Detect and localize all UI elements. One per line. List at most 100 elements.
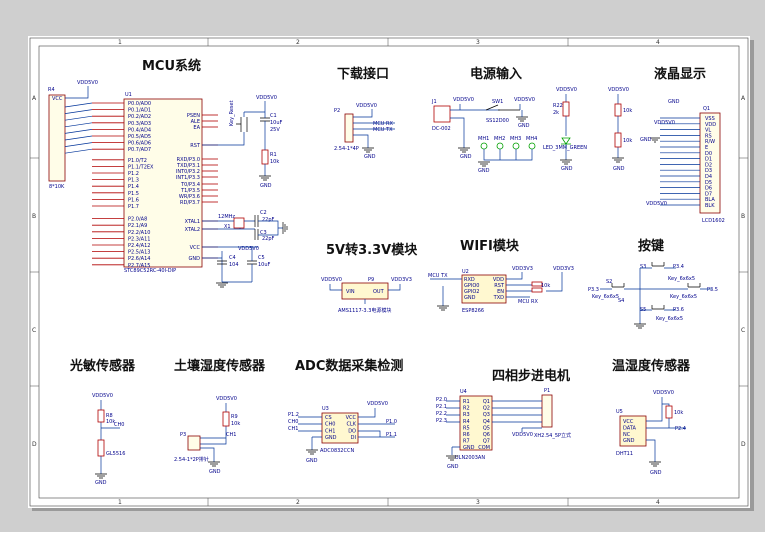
keys-section: S3 P3.4 Key_6x6x5 S2 P3.3 Key_6x6x5 P3.5… <box>588 262 718 329</box>
stepper-pin-label: Q4 <box>483 419 490 425</box>
svg-text:Key_6x6x5: Key_6x6x5 <box>668 276 695 282</box>
svg-text:LED_3MM_GREEN: LED_3MM_GREEN <box>543 145 587 151</box>
svg-text:10k: 10k <box>541 283 550 289</box>
adc-u3: U3 ADC0832CCN VDD5V0 P1.2 CH0 CH1 P1.0 P… <box>288 401 397 464</box>
svg-text:CH1: CH1 <box>226 432 236 438</box>
svg-text:GND: GND <box>447 464 459 470</box>
mcu-pin-label: P0.6/AD6 <box>128 141 151 147</box>
col-label-3-bottom: 3 <box>476 499 480 506</box>
lcd-pin-label: VSS <box>705 116 715 122</box>
lcd-pin-label: VL <box>705 128 711 134</box>
svg-text:U4: U4 <box>460 389 467 395</box>
svg-text:P2.1: P2.1 <box>436 404 447 410</box>
mcu-pin-label: P2.7/A15 <box>128 263 150 269</box>
regulator-module: VDD5V0 VDD3V3 P9 VIN OUT AMS1117-3.3电源模块 <box>321 277 412 314</box>
svg-text:R22: R22 <box>553 103 563 109</box>
mcu-pin-label: P0.0/AD0 <box>128 101 151 107</box>
mcu-pin-label: P0.3/AD3 <box>128 121 151 127</box>
temp-sensor-u5: VDD5V0 U5 DHT11 10k P2.4 GND <box>616 390 686 476</box>
svg-text:2.54-1*4P: 2.54-1*4P <box>334 146 359 152</box>
mcu-pin-label: TXD/P3.1 <box>176 163 200 169</box>
svg-text:VDD3V3: VDD3V3 <box>553 266 574 272</box>
svg-text:CH0: CH0 <box>288 419 298 425</box>
svg-text:LCD1602: LCD1602 <box>702 218 725 224</box>
svg-text:25V: 25V <box>270 127 280 133</box>
svg-text:MH1: MH1 <box>478 136 489 142</box>
mcu-pin-label: T1/P3.5 <box>180 188 200 194</box>
mcu-pin-label: INT1/P3.3 <box>176 175 200 181</box>
row-label-a: A <box>32 95 37 102</box>
mcu-pin-label: P2.2/A10 <box>128 230 150 236</box>
mcu-pin-label: RST <box>190 143 201 149</box>
svg-text:VDD5V0: VDD5V0 <box>238 246 259 252</box>
mcu-pin-label: P0.4/AD4 <box>128 127 151 133</box>
svg-text:STC89C52RC-40I-DIP: STC89C52RC-40I-DIP <box>124 268 176 274</box>
mcu-pin-label: P1.1/T2EX <box>128 164 154 170</box>
stepper-pin-label: Q2 <box>483 406 490 412</box>
svg-text:GND: GND <box>561 166 573 172</box>
adc-pin-label: GND <box>325 435 337 441</box>
row-label-b: B <box>32 213 36 220</box>
stepper-u4: U4 ULN2003AN P2.0 P2.1 P2.2 P2.3 GND P1 … <box>436 388 571 470</box>
row-label-c: C <box>32 327 36 334</box>
svg-text:VDD5V0: VDD5V0 <box>256 95 277 101</box>
svg-text:P3: P3 <box>180 432 186 438</box>
svg-text:R4: R4 <box>48 87 55 93</box>
svg-text:VDD5V0: VDD5V0 <box>514 97 535 103</box>
svg-text:GND: GND <box>460 154 472 160</box>
svg-text:ESP8266: ESP8266 <box>462 308 484 314</box>
r4-wire <box>64 115 93 121</box>
svg-text:U2: U2 <box>462 269 469 275</box>
stepper-pin-label: R4 <box>463 419 470 425</box>
svg-text:P3.3: P3.3 <box>588 287 599 293</box>
mcu-pin-label: P0.5/AD5 <box>128 134 151 140</box>
mcu-pin-label: PSEN <box>187 113 200 119</box>
mcu-pin-label: INT0/P3.2 <box>176 169 200 175</box>
mcu-pin-label: P1.2 <box>128 171 139 177</box>
lcd-pin-label: D4 <box>705 174 712 180</box>
svg-text:VDD3V3: VDD3V3 <box>512 266 533 272</box>
svg-text:10uF: 10uF <box>258 262 271 268</box>
svg-text:C2: C2 <box>260 210 267 216</box>
r4-wire <box>64 109 93 114</box>
svg-text:22pF: 22pF <box>262 236 275 242</box>
svg-text:GL5516: GL5516 <box>106 451 125 457</box>
row-label-d: D <box>32 441 37 448</box>
wifi-pin-label: RST <box>494 283 505 289</box>
svg-text:P2: P2 <box>334 108 340 114</box>
mcu-left-pins: P0.0/AD0P0.1/AD1P0.2/AD2P0.3/AD3P0.4/AD4… <box>92 101 154 269</box>
svg-text:Key_6x6x5: Key_6x6x5 <box>592 294 619 300</box>
svg-text:VDD5V0: VDD5V0 <box>216 396 237 402</box>
mcu-pin-label: P0.2/AD2 <box>128 114 151 120</box>
r4-wire <box>64 148 93 154</box>
svg-text:MH4: MH4 <box>526 136 537 142</box>
mcu-pin-label: VCC <box>190 245 201 251</box>
svg-text:ULN2003AN: ULN2003AN <box>455 455 485 461</box>
svg-text:P2.0: P2.0 <box>436 397 447 403</box>
svg-text:U3: U3 <box>322 406 329 412</box>
row-label-d-right: D <box>741 441 746 448</box>
wifi-pin-label: GPIO2 <box>464 289 479 295</box>
row-label-b-right: B <box>741 213 745 220</box>
mcu-pin-label: RXD/P3.0 <box>177 157 200 163</box>
temp-pin-label: VCC <box>623 419 634 425</box>
download-header-p2: P2 2.54-1*4P VDD5V0 MCU RX MCU TX GND <box>334 103 395 160</box>
mcu-pin-label: P1.3 <box>128 178 139 184</box>
svg-text:MCU TX: MCU TX <box>428 273 448 279</box>
stepper-pin-label: R2 <box>463 406 470 412</box>
svg-text:P1.1: P1.1 <box>386 432 397 438</box>
svg-text:VDD5V0: VDD5V0 <box>653 390 674 396</box>
stepper-pin-label: Q6 <box>483 432 490 438</box>
col-label-1: 1 <box>118 39 122 46</box>
svg-text:U5: U5 <box>616 409 623 415</box>
svg-text:Q1: Q1 <box>703 106 710 112</box>
r4-wire <box>64 129 93 134</box>
svg-text:10k: 10k <box>270 159 279 165</box>
svg-text:R1: R1 <box>270 152 277 158</box>
svg-text:S4: S4 <box>618 298 624 304</box>
temp-pin-label: GND <box>623 438 635 444</box>
